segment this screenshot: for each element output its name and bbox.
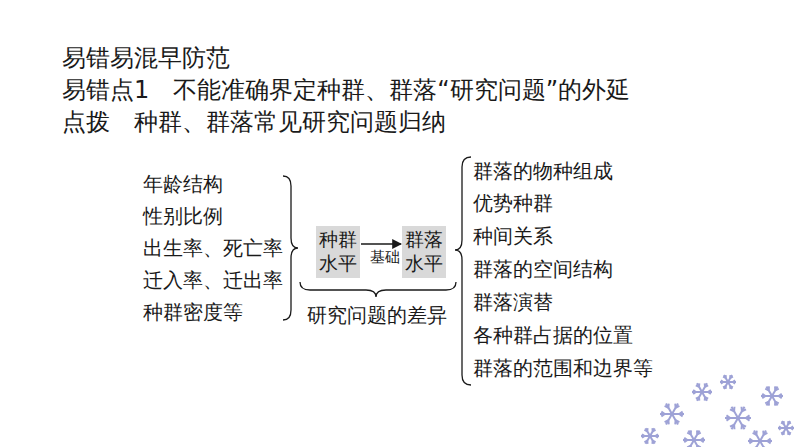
edge-label: 基础 bbox=[369, 249, 401, 266]
snowflake bbox=[720, 375, 736, 389]
subheading: 点拨 种群、群落常见研究问题归纳 bbox=[62, 108, 446, 137]
snowflake bbox=[683, 430, 705, 447]
box-text: 种群 水平 bbox=[319, 228, 357, 276]
list-item: 优势种群 bbox=[473, 191, 553, 215]
arrow-connector bbox=[361, 243, 401, 244]
list-item: 群落的物种组成 bbox=[473, 159, 613, 183]
snowflake bbox=[748, 431, 772, 447]
list-item: 迁入率、迁出率 bbox=[143, 268, 283, 292]
list-item: 群落的范围和边界等 bbox=[473, 356, 653, 380]
heading: 易错易混早防范 bbox=[62, 44, 230, 73]
left-brace bbox=[283, 176, 298, 320]
list-item: 群落的空间结构 bbox=[473, 257, 613, 281]
subheading: 易错点1 不能准确界定种群、群落“研究问题”的外延 bbox=[62, 76, 630, 105]
list-item: 出生率、死亡率 bbox=[143, 236, 283, 260]
box-text: 群落 水平 bbox=[405, 228, 443, 276]
snowflake bbox=[778, 421, 794, 435]
level-box: 群落 水平 bbox=[402, 226, 446, 278]
snowflake bbox=[692, 383, 712, 400]
snowflake bbox=[761, 386, 783, 405]
list-item: 性别比例 bbox=[143, 204, 223, 228]
list-item: 年龄结构 bbox=[143, 172, 223, 196]
snowflake bbox=[660, 404, 684, 425]
list-item: 群落演替 bbox=[473, 290, 553, 314]
list-item: 各种群占据的位置 bbox=[473, 323, 633, 347]
right-brace bbox=[455, 157, 471, 385]
list-item: 种间关系 bbox=[473, 224, 553, 248]
level-box: 种群 水平 bbox=[316, 226, 360, 278]
snowflake bbox=[641, 428, 659, 444]
bottom-brace bbox=[300, 282, 456, 297]
snowflake bbox=[725, 407, 751, 430]
brace-label: 研究问题的差异 bbox=[307, 303, 447, 327]
list-item: 种群密度等 bbox=[143, 300, 243, 324]
